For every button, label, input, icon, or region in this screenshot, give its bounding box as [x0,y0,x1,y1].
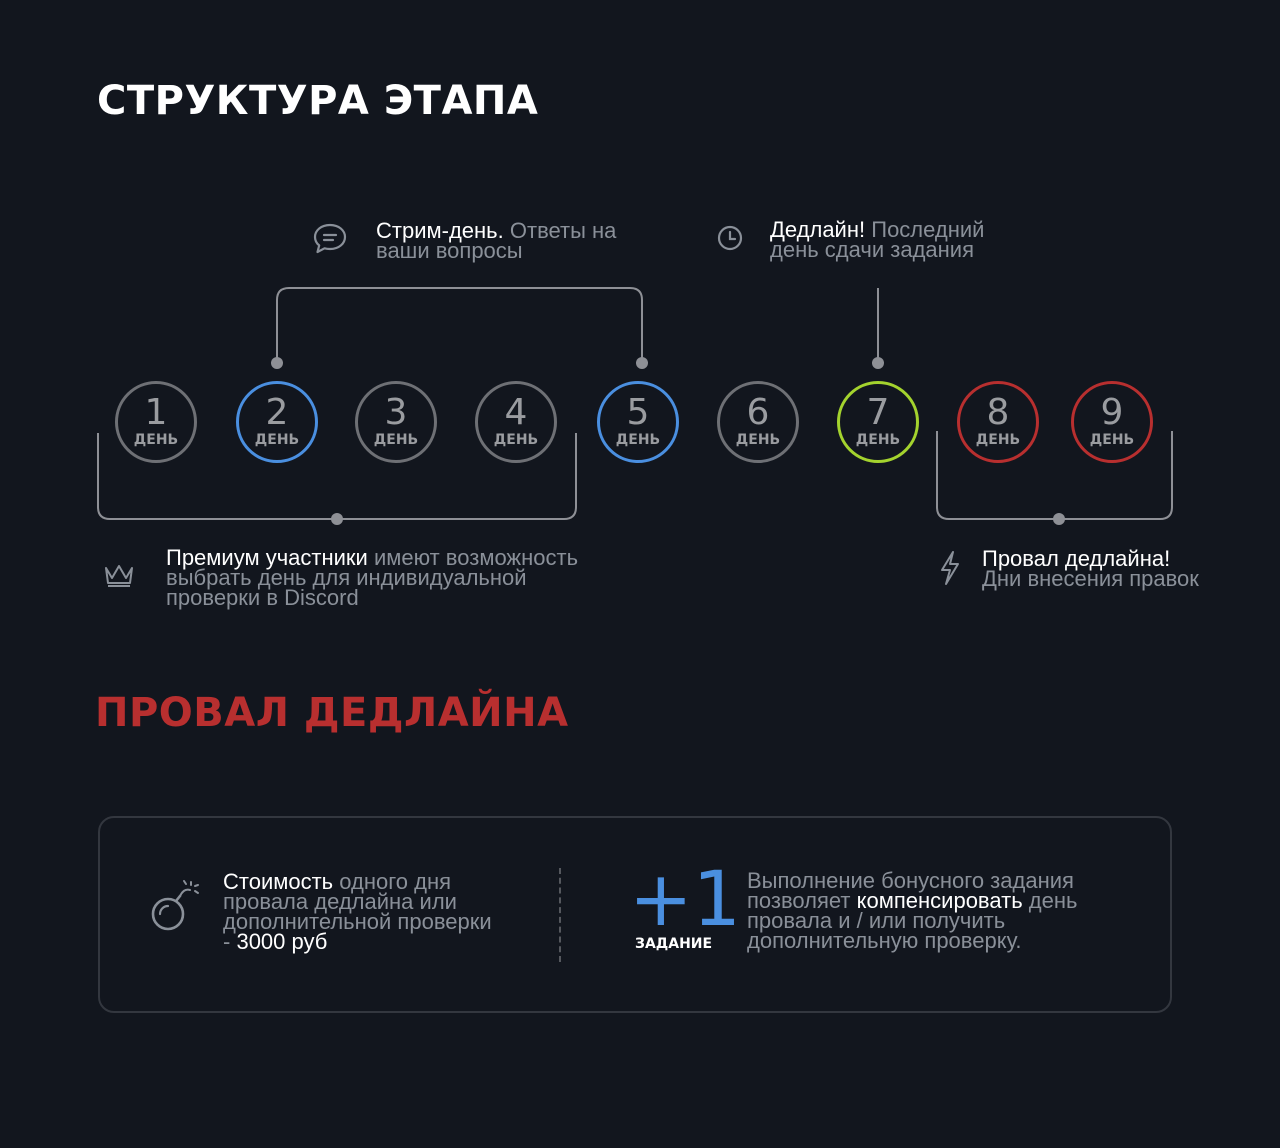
section-title-fail: ПРОВАЛ ДЕДЛАЙНА [95,690,569,736]
cost-text: одного дня провала дедлайна или дополнит… [223,869,492,954]
stream-note-text: Ответы на ваши вопросы [376,218,617,263]
stream-note-highlight: Стрим-день. [376,218,504,243]
day-circle-1: 1 ДЕНЬ [115,381,197,463]
day-circle-9: 9 ДЕНЬ [1071,381,1153,463]
day-label: ДЕНЬ [855,432,901,448]
day-circle-2: 2 ДЕНЬ [236,381,318,463]
day-number: 5 [626,392,650,433]
day-number: 2 [265,392,289,433]
premium-note: Премиум участники имеют возможность выбр… [166,545,596,610]
chat-bubble-icon [313,223,347,254]
stream-note: Стрим-день. Ответы на ваши вопросы [376,218,636,263]
page-title: СТРУКТУРА ЭТАПА [97,78,539,124]
crown-icon [105,565,133,587]
bonus-plus-one: +1 [629,854,742,943]
lightning-icon [941,551,959,585]
day-number: 1 [144,392,168,433]
day-number: 4 [504,392,528,433]
clock-icon [717,225,743,251]
bonus-text-before: Выполнение бонусного задания позволяет [747,868,1074,913]
day-number: 9 [1100,392,1124,433]
day-label: ДЕНЬ [254,432,300,448]
deadline-note-highlight: Дедлайн! [770,217,866,242]
deadline-note: Дедлайн! Последний день сдачи задания [770,217,1020,262]
day-label: ДЕНЬ [493,432,539,448]
day-label: ДЕНЬ [735,432,781,448]
timeline-connectors [97,287,1173,525]
deadline-note-text: Последний день сдачи задания [770,217,985,262]
bonus-note: Выполнение бонусного задания позволяет к… [747,868,1137,953]
day-label: ДЕНЬ [373,432,419,448]
fail-note-highlight: Провал дедлайна! [982,546,1171,571]
fail-note: Провал дедлайна! Дни внесения правок [982,546,1202,591]
day-number: 7 [866,392,890,433]
day-label: ДЕНЬ [975,432,1021,448]
day-circle-7: 7 ДЕНЬ [837,381,919,463]
bonus-text-after: день провала и / или получить дополнител… [747,888,1078,953]
bomb-icon [151,880,199,931]
day-number: 8 [986,392,1010,433]
cost-price: 3000 руб [236,929,328,954]
cost-highlight: Стоимость [223,869,334,894]
day-circle-5: 5 ДЕНЬ [597,381,679,463]
day-label: ДЕНЬ [615,432,661,448]
divider [559,868,561,962]
day-circle-4: 4 ДЕНЬ [475,381,557,463]
day-label: ДЕНЬ [133,432,179,448]
day-circle-3: 3 ДЕНЬ [355,381,437,463]
bonus-text-highlight: компенсировать [856,888,1023,913]
fail-note-text: Дни внесения правок [982,566,1199,591]
premium-note-text: имеют возможность выбрать день для индив… [166,545,579,610]
day-label: ДЕНЬ [1089,432,1135,448]
cost-note: Стоимость одного дня провала дедлайна ил… [223,869,498,954]
day-circle-8: 8 ДЕНЬ [957,381,1039,463]
info-box [98,816,1172,1013]
day-circle-6: 6 ДЕНЬ [717,381,799,463]
day-number: 6 [746,392,770,433]
bonus-label: ЗАДАНИЕ [635,936,713,952]
day-number: 3 [384,392,408,433]
premium-note-highlight: Премиум участники [166,545,368,570]
